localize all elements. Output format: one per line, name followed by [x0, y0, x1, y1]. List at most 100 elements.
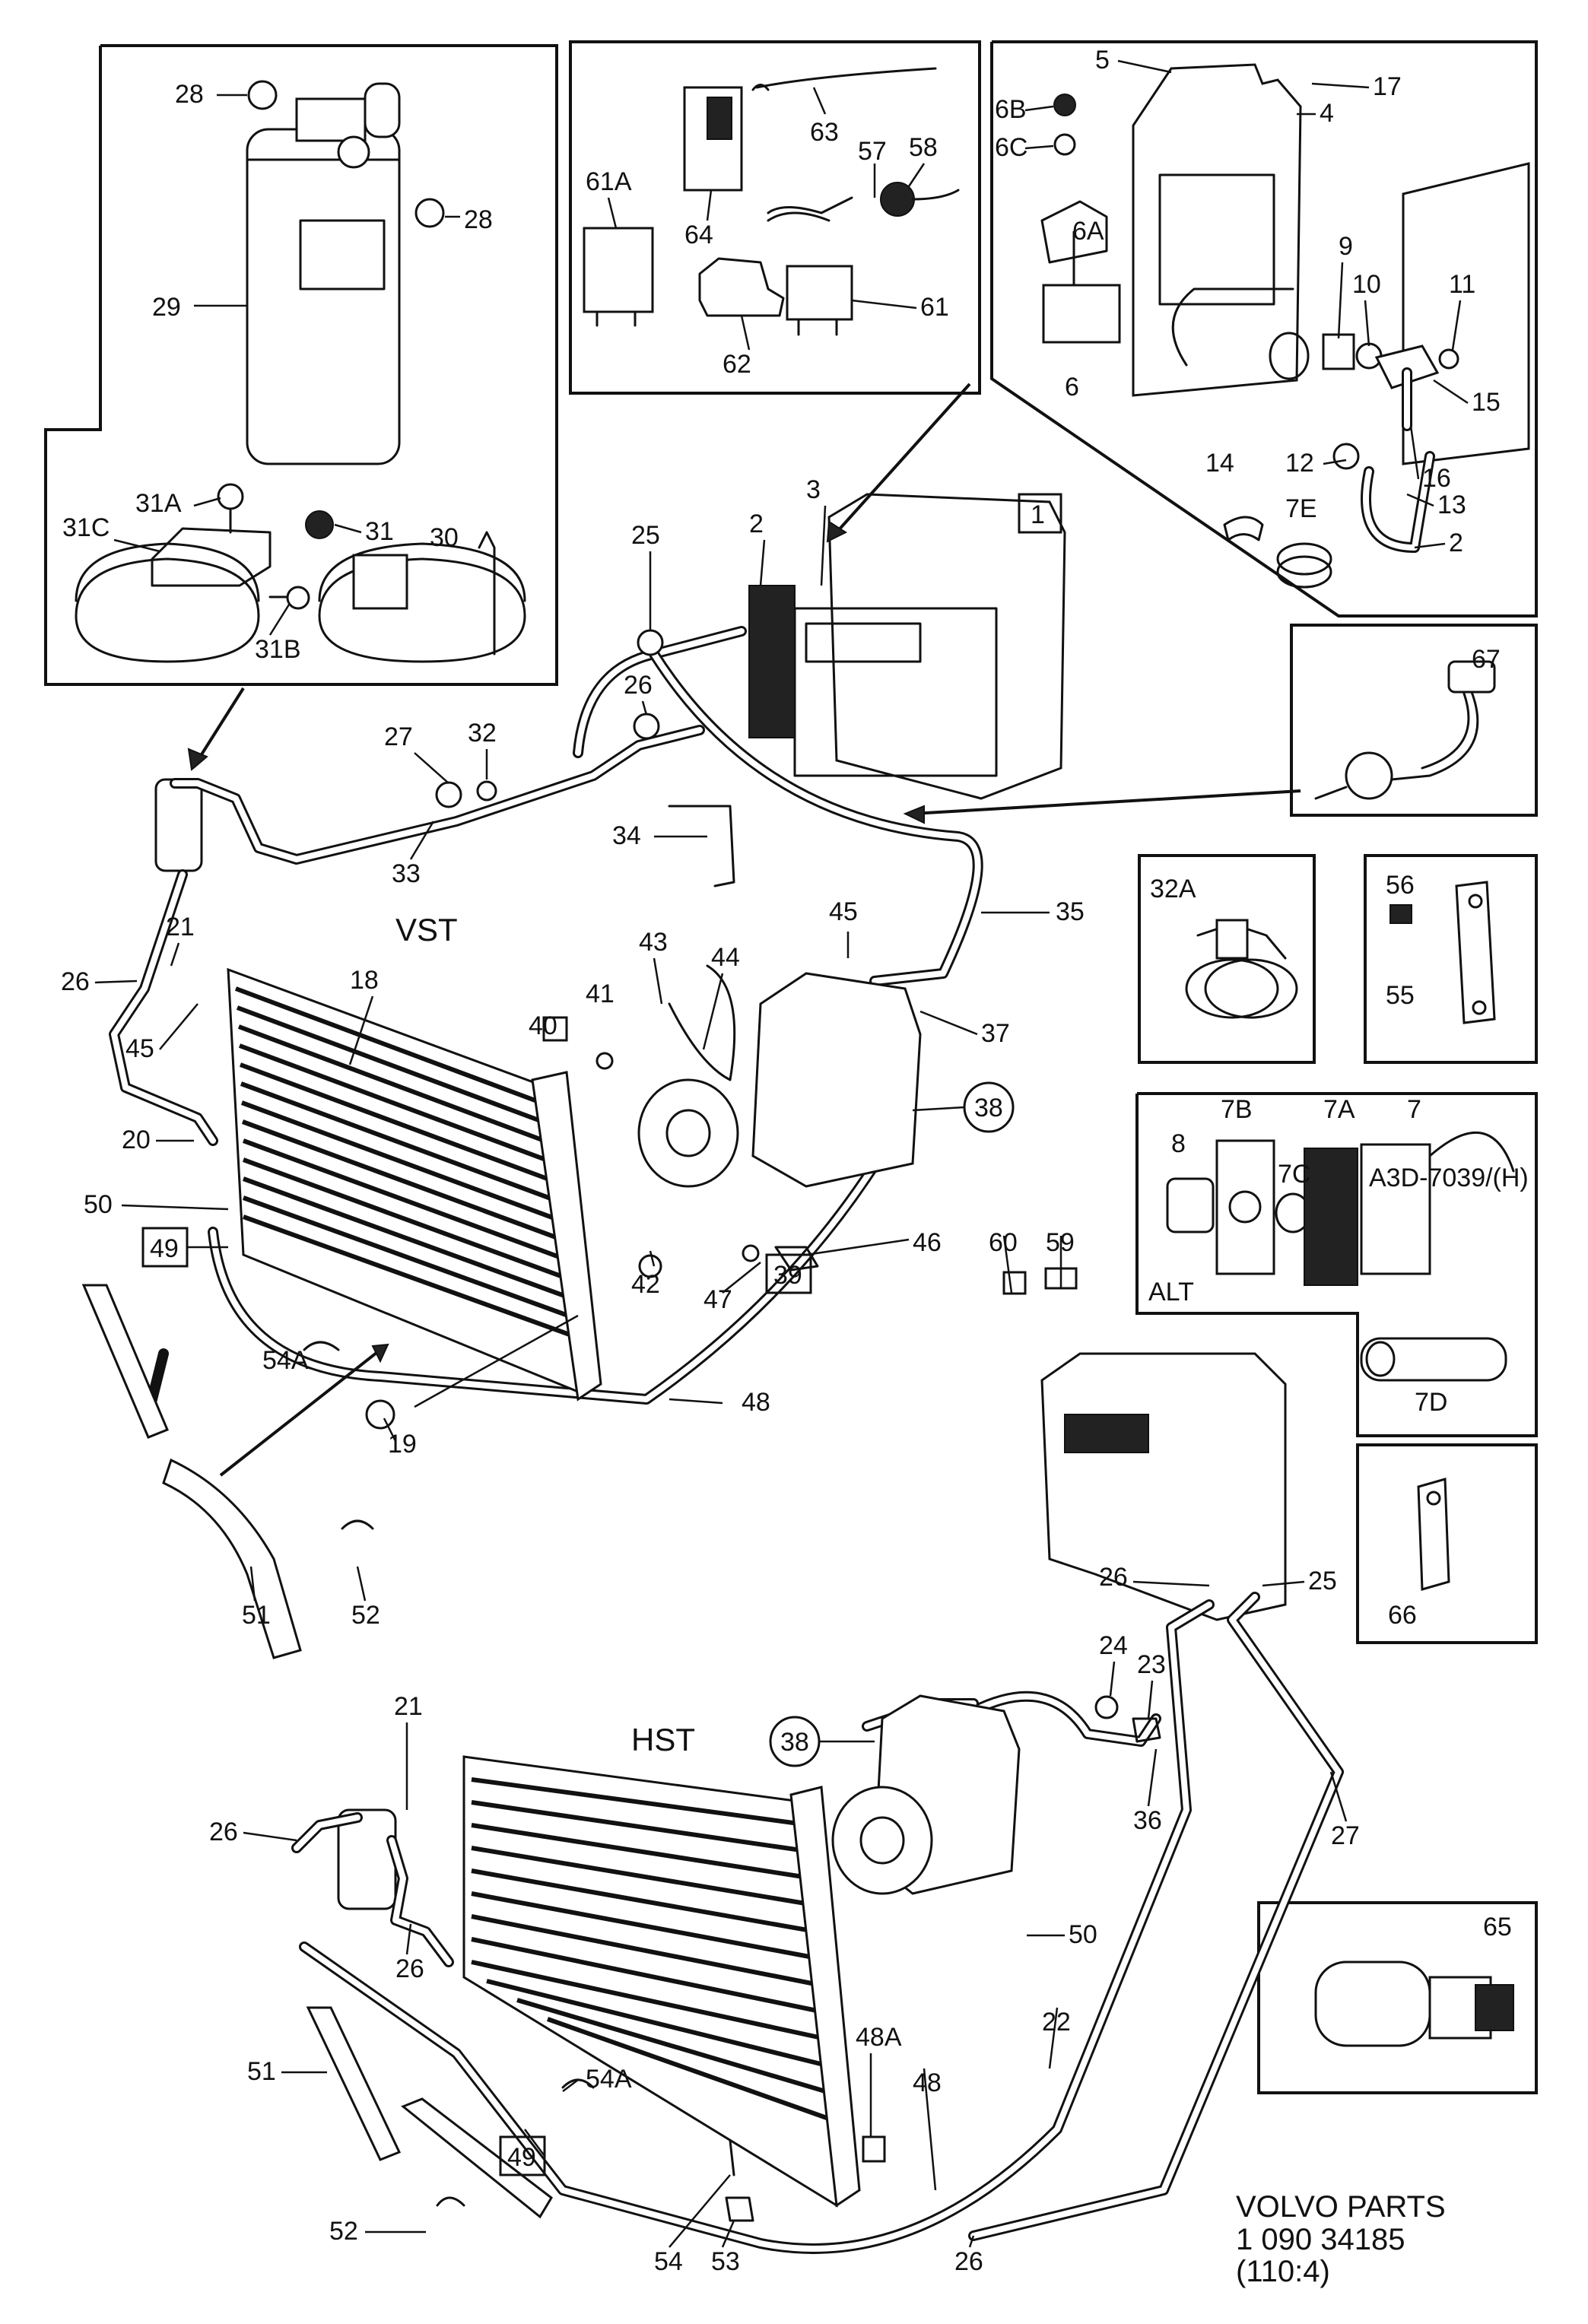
callout-label: 26: [624, 671, 653, 700]
footer-sub: (110:4): [1236, 2255, 1330, 2288]
callout-label: 5: [1095, 46, 1110, 75]
vst-title: VST: [395, 912, 458, 948]
callout-label: 50: [84, 1190, 113, 1219]
callout-label: 67: [1472, 645, 1501, 674]
callout-label: 25: [631, 521, 660, 550]
callout-label: 7C: [1278, 1160, 1310, 1189]
callout-label: 54: [654, 2247, 683, 2276]
tube-7D-drawing: [1360, 1337, 1507, 1382]
callout-label: 26: [1099, 1563, 1128, 1592]
callout-label: 55: [1386, 981, 1415, 1010]
callout-label: 10: [1352, 270, 1381, 299]
callout-label: 31: [365, 517, 394, 546]
callout-label: 20: [122, 1125, 151, 1154]
callout-label: 32A: [1150, 875, 1196, 903]
circled-ref-38-vst: 38: [963, 1081, 1015, 1133]
callout-label: 8: [1171, 1129, 1186, 1158]
bracket-55-drawing: [1390, 881, 1496, 1024]
callout-label: 26: [209, 1818, 238, 1846]
vst-assembly-drawing: [81, 493, 1078, 1659]
callout-label: 7A: [1323, 1095, 1355, 1124]
callout-label: 28: [464, 205, 493, 234]
callout-label: 6C: [995, 133, 1027, 162]
callout-label: 30: [430, 523, 459, 552]
callout-label: 6: [1065, 373, 1079, 402]
callout-label: 14: [1205, 449, 1234, 478]
condenser-fins-vst: [234, 986, 571, 1337]
thermostat-sticker: A3D-7039/(H): [1369, 1164, 1529, 1192]
callout-label: 50: [1069, 1920, 1097, 1949]
callout-label: 9: [1339, 232, 1353, 261]
condenser-fins-hst: [471, 1777, 828, 2120]
callout-label: 49: [150, 1234, 179, 1263]
callout-label: 7D: [1415, 1388, 1447, 1417]
relays-drawing: [583, 67, 960, 336]
callout-label: 18: [350, 966, 379, 995]
callout-label: 44: [711, 943, 740, 972]
callout-label: 29: [152, 293, 181, 322]
callout-label: 42: [631, 1270, 660, 1299]
evaporator-parts-drawing: [1040, 63, 1530, 589]
callout-label: 46: [913, 1228, 942, 1257]
receiver-drier-drawing: [75, 80, 526, 663]
boxed-ref-49-vst: 49: [141, 1227, 189, 1268]
callout-label: 31C: [62, 513, 110, 542]
boxed-ref-39: 39: [765, 1253, 812, 1294]
callout-label: 35: [1056, 897, 1085, 926]
callout-label: 56: [1386, 871, 1415, 900]
callout-label: 32: [468, 719, 497, 748]
callout-label: 52: [329, 2217, 358, 2246]
bracket-66-drawing: [1417, 1478, 1450, 1591]
callout-label: 45: [125, 1034, 154, 1063]
callout-label: 4: [1320, 99, 1334, 128]
callout-label: 66: [1388, 1601, 1417, 1630]
ref-box-1-label: 1: [1031, 500, 1045, 529]
callout-label: 38: [974, 1094, 1003, 1122]
pressure-switch-65-drawing: [1314, 1960, 1514, 2047]
callout-labels-relays: 63 61A 64 57 58 62 61: [586, 87, 949, 379]
callout-label: 15: [1472, 388, 1501, 417]
callout-labels-vst: 3 2 25 26 27 32 33 34 35 21 26 18 45 43 …: [61, 475, 1085, 1630]
callout-label: 49: [507, 2143, 536, 2172]
callout-label: 54A: [262, 1346, 309, 1375]
callout-label: 61A: [586, 167, 632, 196]
callout-label: 34: [612, 821, 641, 850]
callout-label: 13: [1437, 491, 1466, 519]
footer-code: 1 090 34185: [1236, 2223, 1405, 2256]
callout-label: 7: [1407, 1095, 1421, 1124]
callout-label: 48: [742, 1388, 770, 1417]
callout-label: 11: [1449, 270, 1475, 299]
callout-label: 40: [529, 1011, 557, 1040]
callout-label: 24: [1099, 1631, 1128, 1660]
callout-label: 33: [392, 859, 421, 888]
alt-tag: ALT: [1148, 1278, 1194, 1306]
callout-label: 31A: [135, 489, 182, 518]
callout-labels-hst: 26 25 24 23 21 38 36 27 26 26 50 22 51 4…: [209, 1563, 1360, 2276]
callout-label: 62: [723, 350, 751, 379]
callout-label: 27: [1331, 1821, 1360, 1850]
footer-brand: VOLVO PARTS: [1236, 2190, 1446, 2224]
callout-label: 52: [351, 1601, 380, 1630]
callout-label: 51: [242, 1601, 271, 1630]
callout-label: 21: [166, 913, 195, 941]
callout-label: 60: [989, 1228, 1018, 1257]
callout-label: 45: [829, 897, 858, 926]
callout-label: 31B: [255, 635, 301, 664]
callout-label: 36: [1133, 1806, 1162, 1835]
callout-label: 54A: [586, 2065, 632, 2094]
callout-label: 16: [1422, 464, 1451, 493]
callout-label: 27: [384, 722, 413, 751]
callout-label: 2: [1449, 529, 1463, 557]
pointer-arrows: [187, 383, 1301, 1477]
callout-label: 3: [806, 475, 821, 504]
pressure-switch-67-drawing: [1314, 660, 1496, 800]
callout-label: 51: [247, 2057, 276, 2086]
callout-label: 37: [981, 1019, 1010, 1048]
clamp-32A-drawing: [1185, 919, 1298, 1019]
footer-catalog-code: VOLVO PARTS 1 090 34185 (110:4): [1236, 2190, 1446, 2288]
thermostat-alt-drawing: A3D-7039/(H): [1166, 1131, 1529, 1286]
callout-label: 6B: [995, 95, 1027, 124]
callout-label: 39: [773, 1261, 802, 1290]
callout-label: 58: [909, 133, 938, 162]
